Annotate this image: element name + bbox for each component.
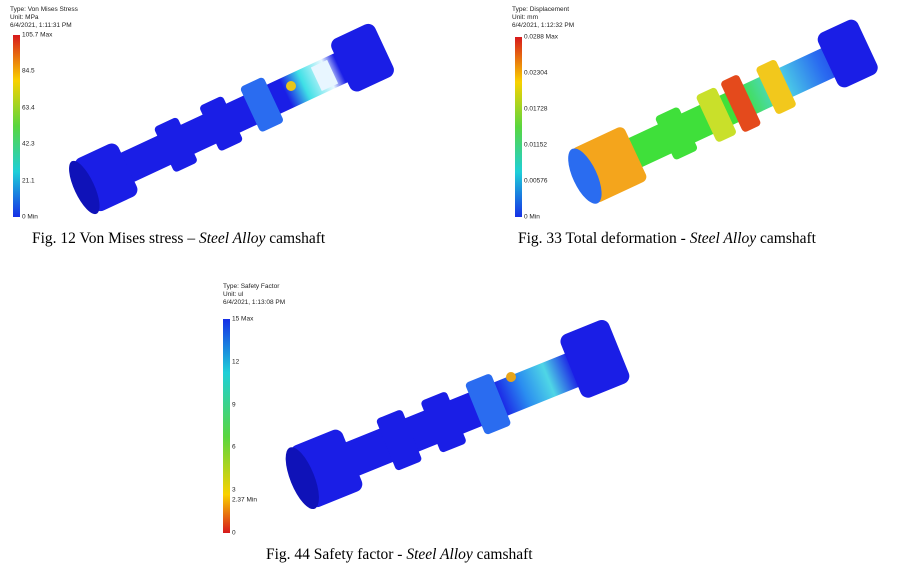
legend-tick: 0.0288 Max [524, 33, 558, 41]
legend-tick: 9 [232, 401, 236, 409]
displacement-camshaft-render [568, 19, 878, 204]
caption-italic: Steel Alloy [689, 230, 757, 247]
caption-suffix: camshaft [265, 230, 326, 247]
legend-tick: 0 Min [22, 213, 38, 221]
legend-tick: 15 Max [232, 315, 254, 323]
caption-suffix: camshaft [472, 546, 533, 563]
safety-colorbar [223, 319, 230, 533]
meta-unit: Unit: MPa [10, 13, 39, 21]
legend-tick: 42.3 [22, 140, 35, 148]
figure-33-caption: Fig. 33 Total deformation - Steel Alloy … [518, 230, 816, 248]
displacement-legend: 0.0288 Max 0.02304 0.01728 0.01152 0.005… [515, 33, 575, 221]
meta-type: Type: Displacement [512, 6, 570, 13]
legend-tick: 21.1 [22, 177, 35, 185]
legend-tick: 0.01152 [524, 141, 548, 149]
meta-type: Type: Von Mises Stress [10, 6, 78, 13]
legend-tick: 0.01728 [524, 105, 548, 113]
legend-tick: 0 Min [524, 213, 540, 221]
meta-unit: Unit: ul [223, 290, 244, 298]
figure-33-panel: Type: Displacement Unit: mm 6/4/2021, 1:… [510, 4, 900, 226]
legend-tick: 3 [232, 486, 236, 494]
legend-tick: 12 [232, 358, 240, 366]
safety-meta: Type: Safety Factor Unit: ul 6/4/2021, 1… [223, 283, 285, 306]
meta-timestamp: 6/4/2021, 1:12:32 PM [512, 21, 575, 29]
legend-tick: 0.00576 [524, 177, 548, 185]
figure-12-caption: Fig. 12 Von Mises stress – Steel Alloy c… [32, 230, 325, 248]
legend-tick: 0.02304 [524, 69, 548, 77]
caption-prefix: Fig. 12 Von Mises stress – [32, 230, 199, 247]
caption-italic: Steel Alloy [406, 546, 473, 563]
meta-timestamp: 6/4/2021, 1:11:31 PM [10, 21, 72, 29]
figure-12-panel: Type: Von Mises Stress Unit: MPa 6/4/202… [8, 4, 426, 226]
displacement-colorbar [515, 37, 522, 217]
meta-timestamp: 6/4/2021, 1:13:08 PM [223, 298, 286, 306]
legend-tick: 6 [232, 443, 236, 451]
legend-tick: 2.37 Min [232, 496, 257, 504]
safety-legend: 15 Max 12 9 6 3 2.37 Min 0 [223, 315, 283, 537]
meta-unit: Unit: mm [512, 13, 538, 21]
figure-44-panel: Type: Safety Factor Unit: ul 6/4/2021, 1… [221, 281, 661, 543]
displacement-meta: Type: Displacement Unit: mm 6/4/2021, 1:… [512, 6, 574, 29]
legend-tick: 84.5 [22, 67, 35, 75]
caption-prefix: Fig. 44 Safety factor - [266, 546, 407, 563]
stress-legend: 105.7 Max 84.5 63.4 42.3 21.1 0 Min [13, 31, 73, 221]
stress-meta: Type: Von Mises Stress Unit: MPa 6/4/202… [10, 6, 78, 29]
caption-suffix: camshaft [756, 230, 816, 247]
legend-tick: 105.7 Max [22, 31, 53, 39]
legend-tick: 0 [232, 529, 236, 537]
stress-colorbar [13, 35, 20, 217]
caption-italic: Steel Alloy [198, 230, 266, 247]
safety-camshaft-render [285, 319, 630, 510]
legend-tick: 63.4 [22, 104, 35, 112]
figure-44-caption: Fig. 44 Safety factor - Steel Alloy cams… [266, 546, 533, 564]
caption-prefix: Fig. 33 Total deformation - [518, 230, 690, 247]
meta-type: Type: Safety Factor [223, 283, 280, 290]
stress-camshaft-render [69, 23, 394, 215]
